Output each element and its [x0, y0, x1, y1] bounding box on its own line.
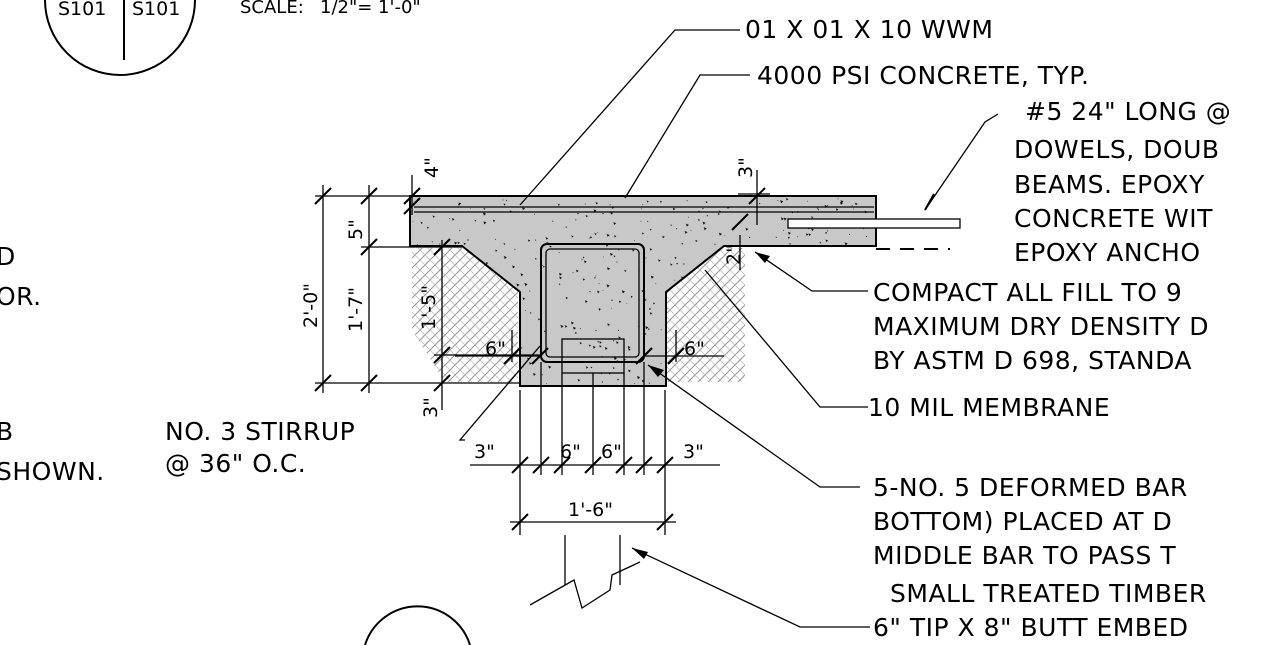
dim-top-cover: 4" — [421, 157, 443, 178]
note-timber-2: 6" TIP X 8" BUTT EMBED — [873, 613, 1189, 642]
dim-bottom-edge-left: 3" — [474, 441, 495, 463]
dim-bar-spacing-right: 6" — [601, 441, 622, 463]
note-dowels-3: BEAMS. EPOXY — [1014, 170, 1205, 199]
dim-overall-depth: 2'-0" — [300, 283, 322, 328]
dim-haunch-right: 6" — [684, 338, 705, 360]
dim-slab-thickness: 5" — [345, 219, 367, 240]
dimension-labels: 2'-0" 1'-7" 5" 1'-5" 3" 4" 3" 2" 6" 6" 3… — [300, 157, 757, 521]
dim-right-small: 2" — [723, 244, 745, 265]
dim-beam-width: 1'-6" — [568, 499, 613, 521]
note-bars-3: MIDDLE BAR TO PASS T — [873, 541, 1176, 570]
note-concrete: 4000 PSI CONCRETE, TYP. — [757, 61, 1089, 90]
note-wwm: 01 X 01 X 10 WWM — [745, 15, 993, 44]
left-fragment-3: B — [0, 417, 14, 446]
note-dowels-2: DOWELS, DOUB — [1014, 135, 1220, 164]
detail-ref-left: S101 — [58, 0, 106, 20]
detail-ref-right: S101 — [132, 0, 180, 20]
note-timber-1: SMALL TREATED TIMBER — [890, 579, 1207, 608]
note-dowels-5: EPOXY ANCHO — [1014, 238, 1201, 267]
leader-lines — [458, 29, 999, 628]
compacted-fill-hatch — [412, 248, 745, 382]
note-dowels-1: #5 24" LONG @ — [1025, 97, 1231, 126]
dim-haunch-left: 6" — [485, 338, 506, 360]
note-compact-3: BY ASTM D 698, STANDA — [873, 346, 1192, 375]
scale-label: SCALE: — [240, 0, 304, 18]
note-dowels-4: CONCRETE WIT — [1014, 204, 1213, 233]
left-fragment-4: SHOWN. — [0, 457, 105, 486]
dim-right-cover: 3" — [735, 157, 757, 178]
vertical-dimensions — [314, 170, 770, 410]
section-bubble — [364, 605, 471, 645]
left-fragment-2: OR. — [0, 282, 42, 311]
dim-bottom-edge-right: 3" — [683, 441, 704, 463]
concrete-section — [409, 195, 961, 387]
note-compact-1: COMPACT ALL FILL TO 9 — [873, 278, 1182, 307]
note-bars-2: BOTTOM) PLACED AT D — [873, 507, 1172, 536]
notes: 01 X 01 X 10 WWM 4000 PSI CONCRETE, TYP.… — [165, 15, 1231, 642]
dim-bar-spacing-left: 6" — [560, 441, 581, 463]
note-stirrup-2: @ 36" O.C. — [165, 449, 306, 478]
note-compact-2: MAXIMUM DRY DENSITY D — [873, 312, 1209, 341]
dim-beam-depth: 1'-7" — [345, 287, 367, 332]
horizontal-dimensions — [470, 362, 720, 535]
timber-pile-break — [529, 535, 641, 610]
note-membrane: 10 MIL MEMBRANE — [868, 393, 1110, 422]
left-fragment-1: D — [0, 242, 16, 271]
stirrup — [540, 243, 645, 363]
dim-beam-below-slab: 1'-5" — [418, 285, 440, 330]
note-stirrup-1: NO. 3 STIRRUP — [165, 417, 355, 446]
dowel-bar — [787, 218, 961, 229]
dim-bottom-cover: 3" — [420, 397, 442, 418]
scale-value: 1/2"= 1'-0" — [320, 0, 421, 18]
note-bars-1: 5-NO. 5 DEFORMED BAR — [873, 473, 1188, 502]
detail-reference-bubble: S101 S101 — [44, 0, 196, 76]
stirrup-inner — [545, 248, 640, 358]
haunch-dimensions — [455, 330, 724, 365]
